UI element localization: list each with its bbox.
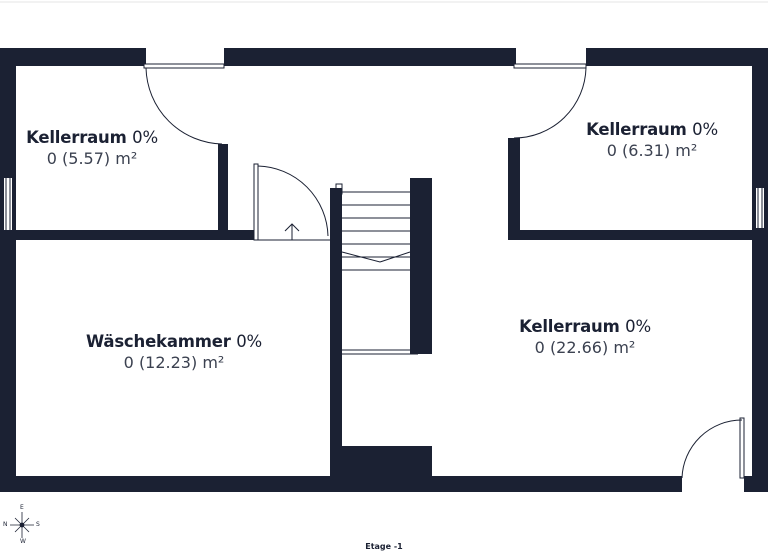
room-kellerraum-2: Kellerraum 0% 0 (6.31) m² [572, 120, 732, 160]
wall-kellerraum2-left [508, 138, 520, 240]
room-area: 0 (22.66) m² [534, 338, 636, 357]
compass-north: N [3, 521, 8, 528]
compass-west: W [20, 538, 26, 545]
compass-rose: E N S W [3, 504, 46, 546]
outer-wall-top [0, 48, 768, 66]
outer-wall-bottom [0, 476, 768, 492]
door-hall [253, 163, 330, 241]
room-percent: 0% [236, 332, 263, 351]
room-name: Kellerraum [26, 128, 127, 147]
compass-south: S [36, 521, 40, 528]
door-kellerraum2 [513, 63, 587, 139]
wall-kellerraum1-right [218, 144, 228, 240]
window-left [4, 178, 12, 230]
room-percent: 0% [692, 120, 718, 139]
wall-kellerraum2-bottom [508, 230, 752, 240]
room-kellerraum-1: Kellerraum 0% 0 (5.57) m² [12, 128, 172, 168]
door-gap-entrance [682, 476, 744, 492]
outer-wall-left [0, 48, 16, 492]
room-name: Kellerraum [519, 317, 620, 336]
door-kellerraum1 [143, 63, 225, 145]
wall-stair-right [410, 178, 432, 354]
room-area: 0 (6.31) m² [606, 141, 698, 160]
room-area: 0 (5.57) m² [46, 149, 138, 168]
room-percent: 0% [132, 128, 158, 147]
compass-east: E [20, 504, 24, 511]
door-gap-top-left [146, 48, 224, 66]
door-entrance [681, 417, 745, 479]
room-kellerraum-3: Kellerraum 0% 0 (22.66) m² [505, 317, 665, 357]
room-name: Wäschekammer [85, 332, 231, 351]
wall-kellerraum1-bottom [16, 230, 256, 240]
window-right [756, 188, 764, 228]
wall-stair-bottom-block [342, 446, 432, 476]
outer-wall-right [752, 48, 768, 492]
room-name: Kellerraum [586, 120, 687, 139]
compass-icon [10, 512, 34, 538]
room-area: 0 (12.23) m² [123, 353, 225, 372]
door-gap-top-right [516, 48, 586, 66]
room-percent: 0% [625, 317, 651, 336]
room-waeschekammer: Wäschekammer 0% 0 (12.23) m² [64, 332, 284, 372]
up-arrow-icon [284, 223, 300, 240]
floor-label: Etage -1 [365, 542, 403, 551]
staircase [335, 183, 418, 355]
wall-waeschekammer-right [330, 188, 342, 476]
